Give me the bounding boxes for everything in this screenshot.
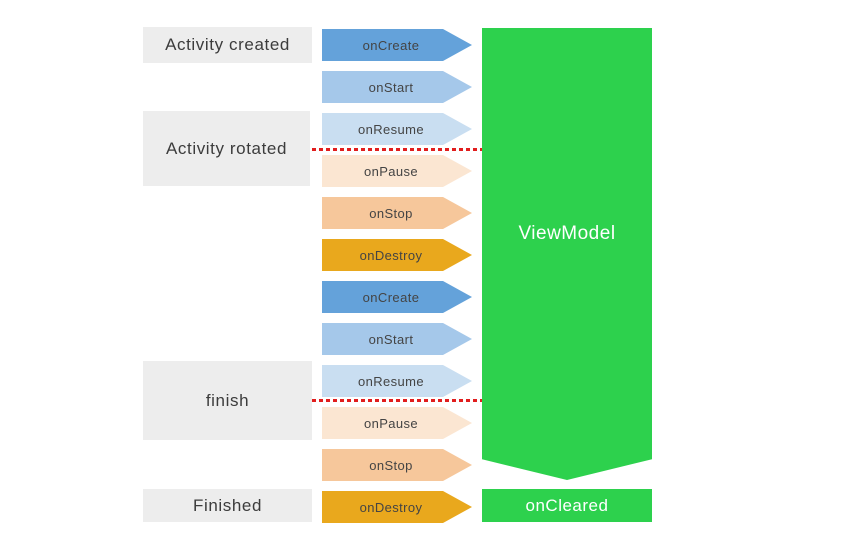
arrow-oncreate-1: onCreate (322, 29, 472, 61)
arrow-oncreate-2: onCreate (322, 281, 472, 313)
viewmodel-label: ViewModel (518, 223, 616, 244)
viewmodel-shape: ViewModel (482, 28, 652, 480)
arrow-onpause-2: onPause (322, 407, 472, 439)
finish-divider-line (312, 399, 482, 402)
arrow-onstop-1: onStop (322, 197, 472, 229)
arrow-onstart-2: onStart (322, 323, 472, 355)
arrow-onstop-2: onStop (322, 449, 472, 481)
rotation-divider-line (312, 148, 482, 151)
arrow-onresume-1: onResume (322, 113, 472, 145)
stage-label-activity-rotated: Activity rotated (143, 111, 310, 186)
arrow-ondestroy-1: onDestroy (322, 239, 472, 271)
arrow-onpause-1: onPause (322, 155, 472, 187)
stage-label-activity-created: Activity created (143, 27, 312, 63)
arrow-onstart-1: onStart (322, 71, 472, 103)
stage-label-finish: finish (143, 361, 312, 440)
stage-label-finished: Finished (143, 489, 312, 522)
arrow-ondestroy-2: onDestroy (322, 491, 472, 523)
oncleared-box: onCleared (482, 489, 652, 522)
arrow-onresume-2: onResume (322, 365, 472, 397)
